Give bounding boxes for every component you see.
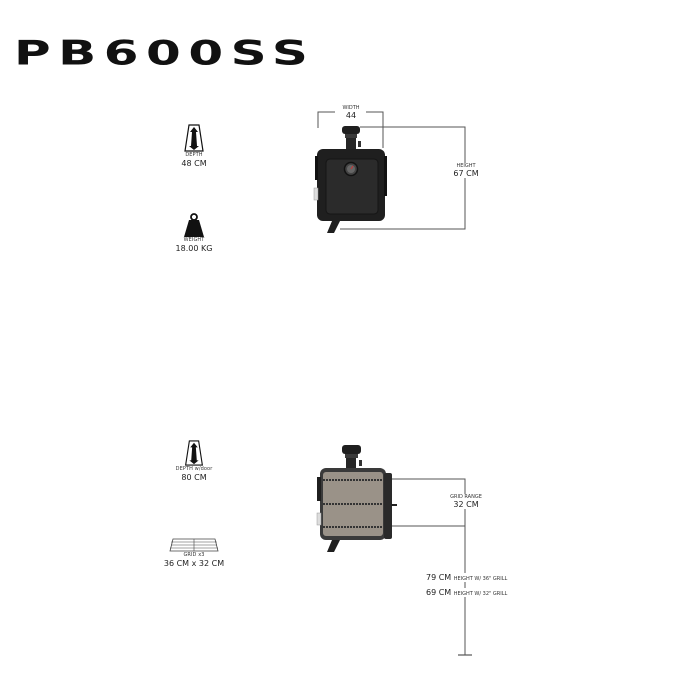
grill-open-illustration (316, 445, 472, 656)
grid-range-dimension: GRID RANGE 32 CM (442, 494, 490, 509)
height-36-label: HEIGHT w/ 36" GRILL (453, 576, 508, 582)
spec-depth-door-value: 80 CM (181, 473, 207, 482)
height-36-grill: 79 CM HEIGHT w/ 36" GRILL (426, 573, 508, 582)
spec-depth-with-door: DEPTH w/door 80 CM (149, 440, 239, 483)
product-title: PB600SS (14, 34, 316, 74)
spec-weight: WEIGHT 18.00 KG (149, 213, 239, 254)
spec-grid-value: 36 CM x 32 CM (163, 559, 225, 568)
grid-range-value: 32 CM (453, 500, 479, 509)
height-36-value: 79 CM (426, 573, 452, 582)
width-value: 44 (345, 111, 357, 120)
width-dimension: WIDTH 44 (331, 105, 371, 120)
grid-range-label: GRID RANGE (450, 494, 482, 500)
spec-grid-label: GRID x3 (183, 552, 205, 558)
spec-weight-value: 18.00 KG (175, 244, 213, 253)
height-32-grill: 69 CM HEIGHT w/ 32" GRILL (426, 588, 508, 597)
grill-front-illustration (313, 111, 466, 233)
depth-icon (184, 440, 204, 466)
spec-weight-label: WEIGHT (183, 237, 205, 243)
grid-icon (169, 538, 219, 552)
spec-depth-label: DEPTH (185, 152, 203, 158)
height-label: HEIGHT (456, 163, 476, 169)
weight-icon (184, 213, 204, 237)
height-32-label: HEIGHT w/ 32" GRILL (453, 591, 508, 597)
height-32-value: 69 CM (426, 588, 452, 597)
spec-grid: GRID x3 36 CM x 32 CM (149, 538, 239, 569)
height-dimension: HEIGHT 67 CM (446, 163, 486, 178)
spec-depth: DEPTH 48 CM (149, 124, 239, 169)
depth-icon (184, 124, 204, 152)
spec-depth-door-label: DEPTH w/door (175, 466, 213, 472)
spec-depth-value: 48 CM (181, 159, 207, 168)
height-value: 67 CM (453, 169, 479, 178)
width-label: WIDTH (342, 105, 360, 111)
